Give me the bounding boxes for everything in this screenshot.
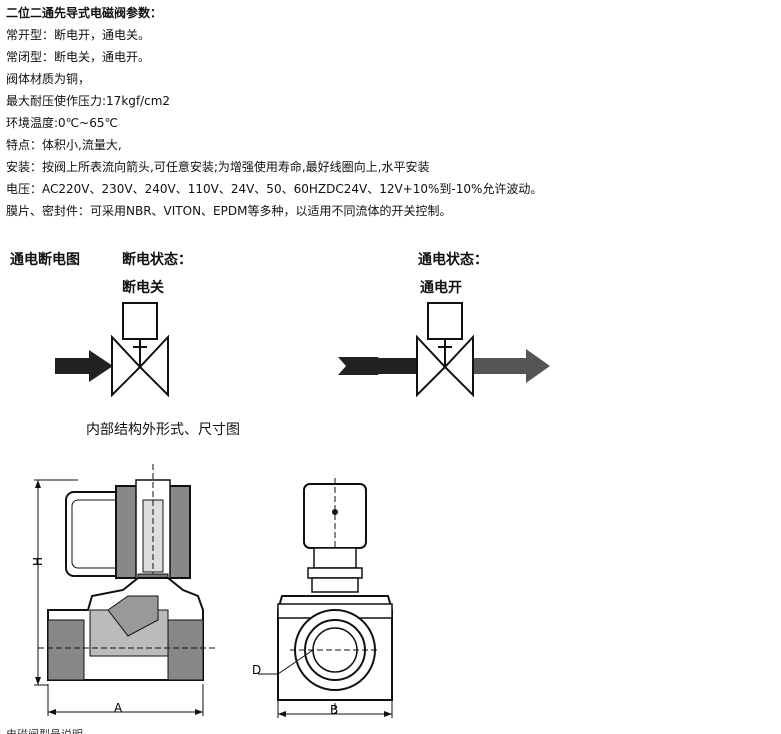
dim-d-label: D [252, 663, 261, 677]
spec-line-normally-open: 常开型：断电开，通电关。 [6, 28, 151, 42]
valve-off-diagram [55, 302, 169, 398]
spec-line-temperature: 环境温度:0℃~65℃ [6, 116, 118, 130]
spec-line-pressure: 最大耐压使作压力:17kgf/cm2 [6, 94, 171, 108]
on-state-label: 通电状态： [418, 252, 488, 268]
spec-title: 二位二通先导式电磁阀参数： [6, 6, 163, 20]
valve-body-icon [111, 334, 142, 398]
spec-line-normally-closed: 常闭型：断电关，通电开。 [6, 50, 151, 64]
spec-list: 二位二通先导式电磁阀参数： 常开型：断电开，通电关。 常闭型：断电关，通电开。 … [6, 2, 776, 222]
valve-front-view-drawing: D B [252, 478, 393, 718]
spec-line-material: 阀体材质为铜， [6, 72, 91, 86]
spec-line-voltage: 电压：AC220V、230V、240V、110V、24V、50、60HZDC24… [6, 182, 543, 196]
valve-on-diagram [338, 302, 550, 398]
off-state-label: 断电状态： [122, 252, 192, 268]
footer-partial-text: 电磁阀型号说明 [6, 726, 83, 734]
on-state-value: 通电开 [420, 280, 462, 296]
off-state-value: 断电关 [122, 280, 164, 296]
spec-line-seals: 膜片、密封件：可采用NBR、VITON、EPDM等多种，以适用不同流体的开关控制… [6, 204, 452, 218]
solenoid-coil-icon [122, 302, 158, 340]
structure-caption: 内部结构外形式、尺寸图 [86, 422, 240, 438]
spec-line-features: 特点：体积小,流量大, [6, 138, 122, 152]
dim-b-label: B [330, 703, 338, 717]
solenoid-coil-icon [427, 302, 463, 340]
inflow-arrow-icon [338, 357, 384, 375]
outflow-arrow-icon [474, 349, 550, 383]
valve-cross-section-drawing: H A [31, 464, 216, 716]
spec-line-installation: 安装：按阀上所表流向箭头,可任意安装;为增强使用寿命,最好线圈向上,水平安装 [6, 160, 430, 174]
dim-h-label: H [31, 557, 45, 566]
valve-body-icon [416, 334, 447, 398]
dim-a-label: A [114, 701, 123, 715]
inflow-arrow-icon [55, 350, 113, 382]
diagram-title: 通电断电图 [10, 252, 80, 268]
